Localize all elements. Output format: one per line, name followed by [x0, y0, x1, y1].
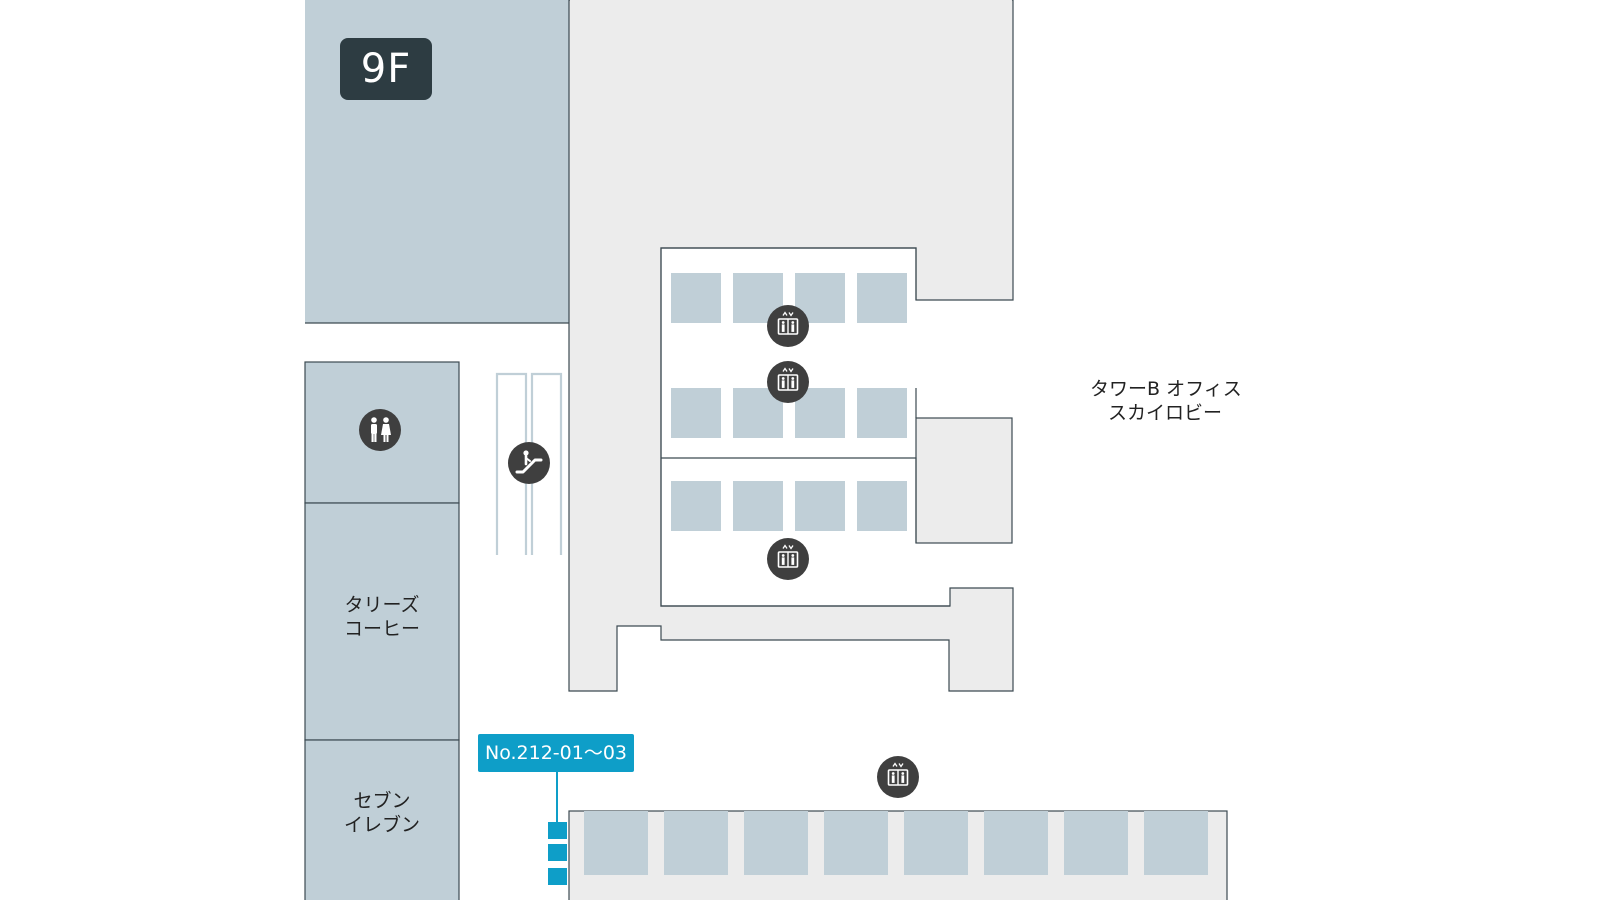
seven-eleven-line2: イレブン	[343, 814, 420, 836]
office-lobby-line1: タワーB オフィス	[1090, 378, 1242, 400]
spot-number-badge[interactable]: No.212-01〜03	[478, 734, 634, 772]
elevator-icon[interactable]	[766, 537, 810, 581]
elevator-car-row-lower	[671, 481, 907, 531]
bottom-elevator-cars	[584, 811, 1208, 875]
spot-markers[interactable]	[548, 822, 567, 885]
elevator-car-row-upper	[671, 273, 907, 323]
floor-badge: 9F	[340, 38, 432, 100]
office-lobby-line2: スカイロビー	[1107, 402, 1222, 424]
elevator-car-row-middle	[671, 388, 907, 438]
seven-eleven-label[interactable]: セブン イレブン	[330, 789, 434, 837]
office-lobby-label[interactable]: タワーB オフィス スカイロビー	[1090, 377, 1242, 425]
elevator-icon[interactable]	[876, 755, 920, 799]
tullys-line2: コーヒー	[343, 618, 420, 640]
side-room	[915, 417, 1013, 544]
elevator-icon[interactable]	[766, 304, 810, 348]
restroom-icon[interactable]	[359, 409, 401, 451]
seven-eleven-line1: セブン	[353, 790, 411, 812]
tullys-label[interactable]: タリーズ コーヒー	[330, 593, 434, 641]
escalator-icon[interactable]	[507, 441, 551, 485]
seven-eleven-block	[304, 739, 460, 900]
elevator-hall-outline	[660, 247, 950, 607]
tullys-block	[304, 502, 460, 741]
tullys-line1: タリーズ	[344, 594, 420, 616]
elevator-icon[interactable]	[766, 360, 810, 404]
